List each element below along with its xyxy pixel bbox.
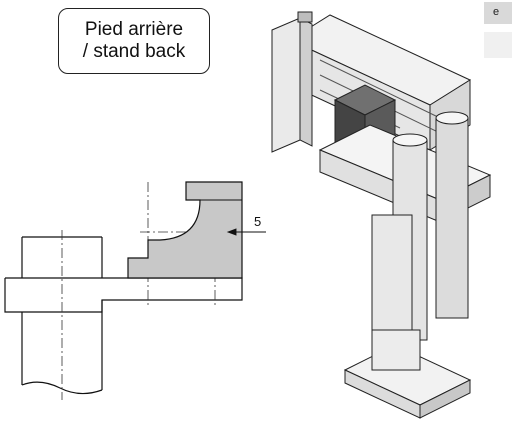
corner-tab-text: e [493, 6, 500, 18]
callout-line-2: / stand back [82, 41, 186, 62]
callout-line-1: Pied arrière [84, 19, 184, 40]
dimension-5 [226, 226, 266, 238]
corner-tab [484, 2, 512, 24]
assembly-3d [271, 11, 492, 419]
dimension-value: 5 [254, 214, 261, 229]
base-plate-outline [4, 277, 243, 390]
column-shaft [21, 236, 103, 395]
bracket-block [127, 181, 243, 279]
callout-label: Pied arrière / stand back [58, 8, 210, 74]
corner-tab-lower [484, 32, 512, 58]
